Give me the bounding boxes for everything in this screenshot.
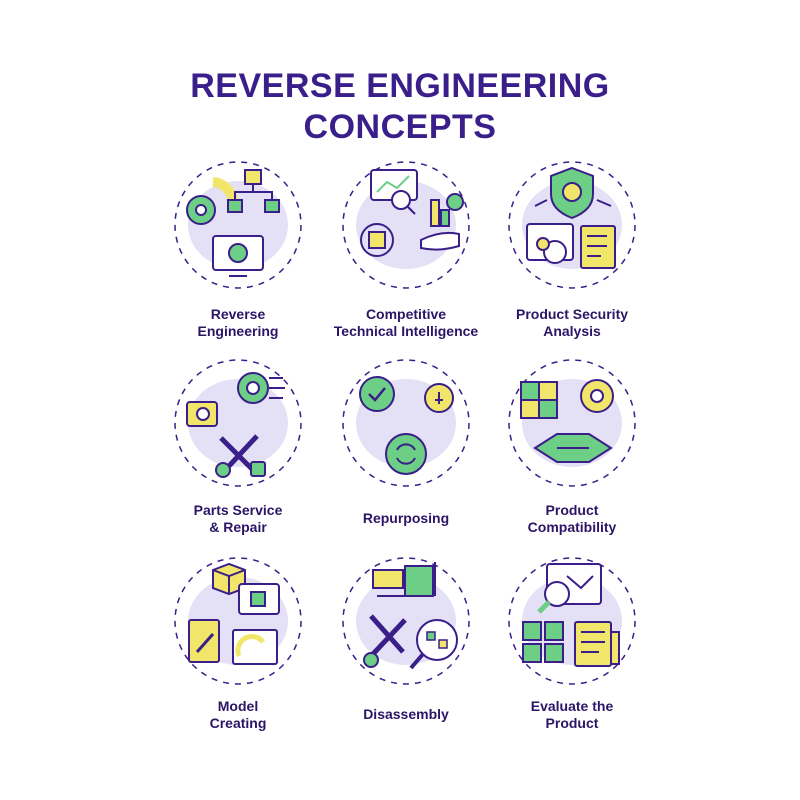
evaluate-product-icon	[508, 557, 636, 685]
concept-label: Product Compatibility	[462, 502, 682, 536]
concept-label: Parts Service & Repair	[128, 502, 348, 536]
concept-product-compatibility: Product Compatibility	[462, 358, 682, 558]
concept-label-line-1: Product Security	[515, 306, 629, 322]
reverse-engineering-icon	[174, 161, 302, 289]
page-title: REVERSE ENGINEERING CONCEPTS	[0, 66, 800, 148]
parts-repair-icon	[174, 359, 302, 487]
concept-competitive-intelligence: Competitive Technical Intelligence	[296, 160, 516, 360]
compatibility-icon	[508, 359, 636, 487]
concept-repurposing: Repurposing	[296, 358, 516, 558]
concept-label-line-1: Evaluate the	[530, 698, 614, 714]
title-line-1: REVERSE ENGINEERING	[190, 67, 610, 105]
repurposing-icon	[342, 359, 470, 487]
concept-label-line-2: & Repair	[209, 519, 267, 535]
security-analysis-icon	[508, 161, 636, 289]
concept-label-line-1: Product	[545, 502, 599, 518]
title-line-2: CONCEPTS	[303, 108, 497, 146]
concept-parts-service: Parts Service & Repair	[128, 358, 348, 558]
concept-reverse-engineering: Reverse Engineering	[128, 160, 348, 360]
concept-label-line-1: Competitive	[365, 306, 447, 322]
model-creating-icon	[174, 557, 302, 685]
concept-label-line-2: Technical Intelligence	[333, 323, 479, 339]
competitive-intelligence-icon	[342, 161, 470, 289]
concept-label-line-1: Repurposing	[362, 510, 450, 526]
concept-label-line-2: Analysis	[543, 323, 601, 339]
concept-label-line-2: Compatibility	[527, 519, 617, 535]
concept-label-line-1: Model	[217, 698, 259, 714]
concept-label: Reverse Engineering	[128, 306, 348, 340]
concept-label-line-2: Product	[545, 715, 599, 731]
concept-label: Repurposing	[296, 510, 516, 527]
concept-label-line-2: Engineering	[197, 323, 279, 339]
concept-label: Product Security Analysis	[462, 306, 682, 340]
concept-model-creating: Model Creating	[128, 556, 348, 756]
concept-disassembly: Disassembly	[296, 556, 516, 756]
concept-label: Disassembly	[296, 706, 516, 723]
concept-product-security: Product Security Analysis	[462, 160, 682, 360]
disassembly-icon	[342, 557, 470, 685]
concept-label: Competitive Technical Intelligence	[296, 306, 516, 340]
concept-label: Evaluate the Product	[462, 698, 682, 732]
concept-label-line-1: Reverse	[210, 306, 266, 322]
concept-label: Model Creating	[128, 698, 348, 732]
concept-label-line-1: Disassembly	[363, 706, 449, 722]
concept-evaluate-product: Evaluate the Product	[462, 556, 682, 756]
concept-label-line-1: Parts Service	[193, 502, 283, 518]
concept-label-line-2: Creating	[209, 715, 267, 731]
